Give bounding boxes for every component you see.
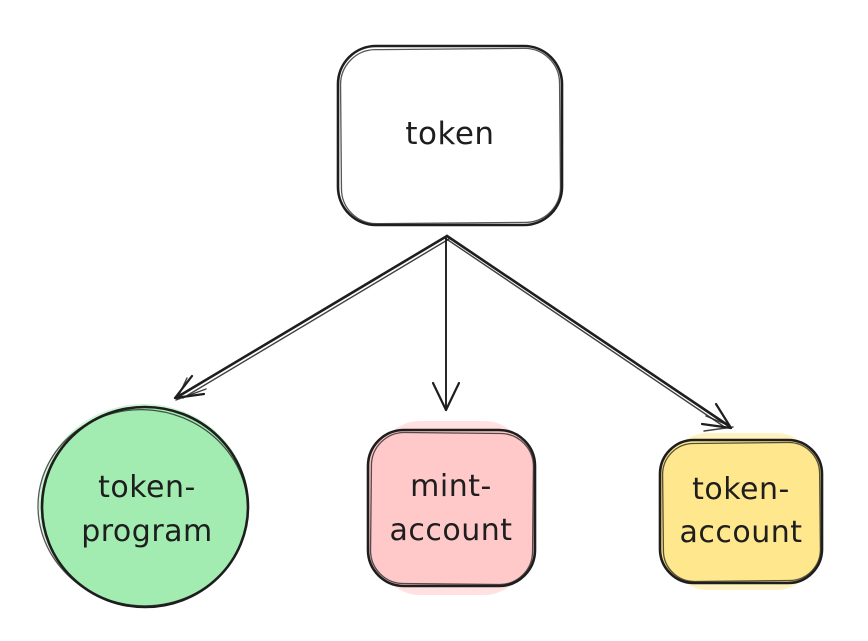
token-account-shape [658,438,824,585]
node-token: token [336,44,564,227]
token-account-sketch-stroke [661,441,822,583]
arrow-token-to-mint-account [431,237,461,412]
token-box-shape [336,44,564,227]
token-label: token [405,116,494,152]
node-mint-account: mint- account [366,421,537,595]
arrow-token-to-token-account [444,234,734,432]
token-program-sketch-stroke [37,408,249,607]
token-box-sketch-stroke [339,47,562,225]
token-program-label-line1: token- [98,470,196,505]
node-token-account: token- account [658,433,824,590]
token-account-label-line2: account [679,515,802,550]
mint-account-label-line1: mint- [410,469,492,504]
token-account-label-line1: token- [692,472,790,507]
node-token-program: token- program [37,404,250,609]
mint-account-label-line2: account [389,513,512,548]
mint-account-shape [366,428,537,588]
arrow-token-to-token-program [173,234,450,401]
mint-account-sketch-stroke [369,431,535,586]
token-program-label-line2: program [81,514,213,549]
token-program-shape [40,405,250,609]
